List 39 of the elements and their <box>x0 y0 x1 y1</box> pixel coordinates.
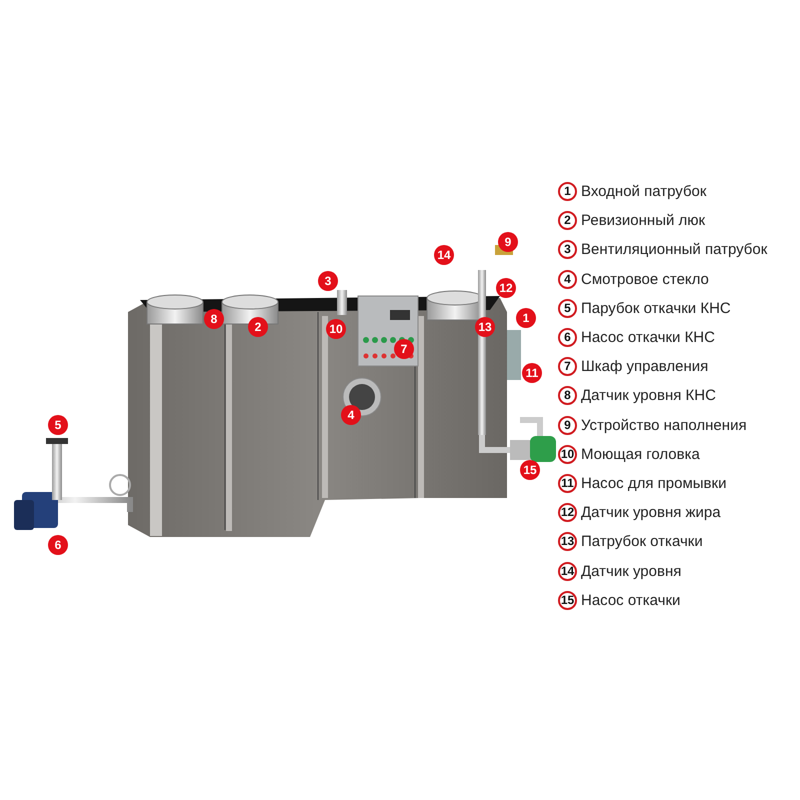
callout-number: 15 <box>520 460 540 480</box>
legend-number: 15 <box>558 590 577 610</box>
legend-number: 13 <box>558 532 577 552</box>
legend-text: Смотровое стекло <box>581 270 709 288</box>
callout-number: 11 <box>522 363 542 383</box>
legend-text: Парубок откачки КНС <box>581 300 731 317</box>
legend-text: Насос откачки <box>581 592 680 609</box>
legend-text: Устройство наполнения <box>581 416 747 434</box>
legend-number: 4 <box>558 270 577 289</box>
legend-text: Вентиляционный патрубок <box>581 241 768 258</box>
legend-number: 9 <box>558 416 577 435</box>
legend-number: 5 <box>558 298 577 318</box>
callout-number: 14 <box>434 245 454 265</box>
callout-number: 1 <box>516 308 536 328</box>
legend-number: 8 <box>558 386 577 406</box>
legend-text: Датчик уровня КНС <box>581 387 716 404</box>
legend-text: Датчик уровня <box>581 562 682 580</box>
legend-number: 14 <box>558 562 577 581</box>
callout-number: 3 <box>318 271 338 291</box>
legend-number: 11 <box>558 474 577 493</box>
legend-text: Ревизионный люк <box>581 212 706 230</box>
callout-number: 6 <box>48 535 68 555</box>
legend-number: 3 <box>558 240 577 260</box>
legend-text: Насос откачки КНС <box>581 329 715 346</box>
legend-text: Входной патрубок <box>581 183 706 200</box>
legend-number: 2 <box>558 211 577 230</box>
callout-number: 9 <box>498 232 518 252</box>
legend-text: Патрубок откачки <box>581 533 703 550</box>
legend-text: Шкаф управления <box>581 358 708 376</box>
legend-number: 10 <box>558 444 577 464</box>
legend-number: 6 <box>558 328 577 348</box>
callout-number: 5 <box>48 415 68 435</box>
legend-text: Насос для промывки <box>581 474 726 492</box>
legend-number: 7 <box>558 357 577 376</box>
legend-text: Датчик уровня жира <box>581 504 721 522</box>
callout-number: 12 <box>496 278 516 298</box>
legend-number: 12 <box>558 503 577 522</box>
legend-text: Моющая головка <box>581 446 700 463</box>
legend-number: 1 <box>558 182 577 202</box>
